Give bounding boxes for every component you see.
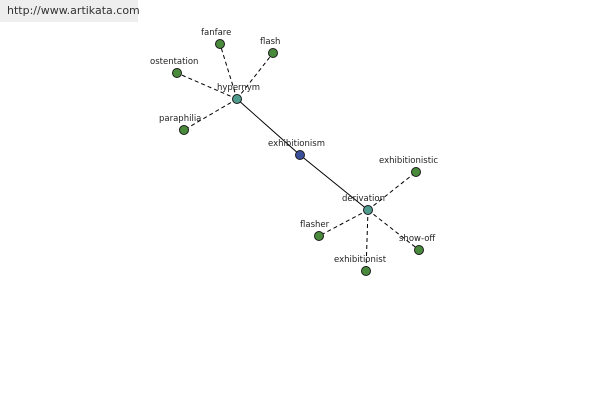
edge-derivation-to-flasher bbox=[318, 209, 369, 237]
node-label-exhibitionist[interactable]: exhibitionist bbox=[334, 255, 387, 265]
edge-derivation-to-show-off bbox=[367, 209, 420, 251]
node-exhibitionist[interactable] bbox=[361, 266, 371, 276]
node-label-flasher[interactable]: flasher bbox=[300, 220, 330, 230]
url-banner[interactable]: http://www.artikata.com bbox=[0, 0, 140, 22]
node-layer bbox=[172, 39, 424, 276]
node-hypernym[interactable] bbox=[232, 94, 242, 104]
edge-layer bbox=[176, 43, 420, 272]
node-exhibitionism[interactable] bbox=[295, 150, 305, 160]
node-flasher[interactable] bbox=[314, 231, 324, 241]
node-paraphilia[interactable] bbox=[179, 125, 189, 135]
site-url-link[interactable]: http://www.artikata.com bbox=[7, 4, 140, 17]
node-label-show-off[interactable]: show-off bbox=[399, 234, 436, 244]
edge-hypernym-to-paraphilia bbox=[183, 98, 238, 131]
node-label-derivation[interactable]: derivation bbox=[342, 194, 385, 204]
edge-exhibitionism-to-derivation bbox=[299, 154, 369, 211]
node-derivation[interactable] bbox=[363, 205, 373, 215]
node-show-off[interactable] bbox=[414, 245, 424, 255]
node-fanfare[interactable] bbox=[215, 39, 225, 49]
node-exhibitionistic[interactable] bbox=[411, 167, 421, 177]
node-label-exhibitionistic[interactable]: exhibitionistic bbox=[379, 156, 438, 166]
edge-derivation-to-exhibitionistic bbox=[367, 171, 417, 211]
label-layer: exhibitionism hypernym derivation fanfare fl… bbox=[150, 28, 438, 265]
node-flash[interactable] bbox=[268, 48, 278, 58]
node-ostentation[interactable] bbox=[172, 68, 182, 78]
node-label-exhibitionism[interactable]: exhibitionism bbox=[268, 139, 325, 149]
node-label-fanfare[interactable]: fanfare bbox=[201, 28, 231, 38]
edge-derivation-to-exhibitionist bbox=[365, 209, 369, 272]
node-label-flash[interactable]: flash bbox=[260, 37, 280, 47]
edge-hypernym-to-ostentation bbox=[176, 72, 238, 100]
edge-exhibitionism-to-hypernym bbox=[236, 98, 301, 156]
edge-hypernym-to-fanfare bbox=[219, 43, 238, 100]
node-label-ostentation[interactable]: ostentation bbox=[150, 57, 198, 67]
node-label-hypernym[interactable]: hypernym bbox=[217, 83, 260, 93]
node-label-paraphilia[interactable]: paraphilia bbox=[159, 114, 201, 124]
edge-hypernym-to-flash bbox=[236, 52, 274, 100]
